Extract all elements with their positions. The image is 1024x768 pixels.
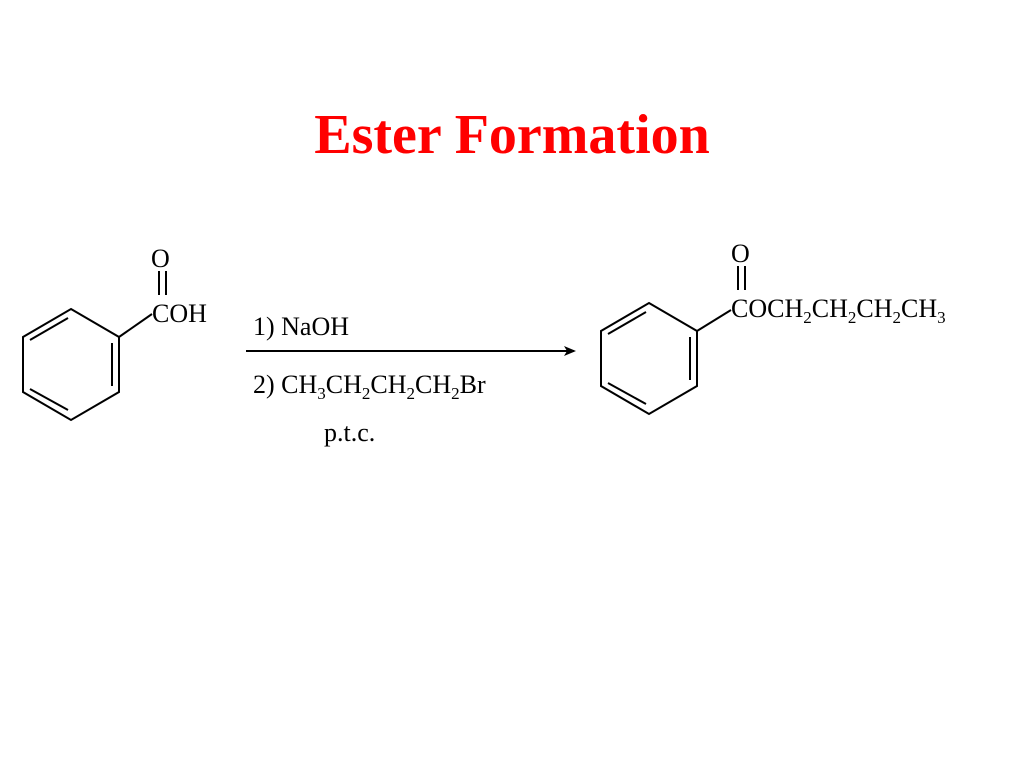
- reaction-conditions: 1) NaOH 2) CH3CH2CH2CH2Br p.t.c.: [246, 312, 576, 447]
- reactant-carbonyl-double-bond: [158, 271, 167, 295]
- product-ester-label: COCH2CH2CH2CH3: [731, 294, 946, 327]
- product-ring-carbonyl-bond: [696, 309, 732, 332]
- product-butyl-benzoate: O COCH2CH2CH2CH3: [600, 239, 946, 416]
- product-carbonyl-double-bond: [737, 266, 746, 290]
- reactant-carboxyl-label: COH: [152, 299, 207, 328]
- product-benzene-ring: [600, 301, 698, 416]
- reactant-carbonyl-oxygen: O: [151, 244, 170, 273]
- condition-step-1: 1) NaOH: [253, 312, 349, 341]
- reactant-ring-carbonyl-bond: [118, 313, 153, 338]
- product-carbonyl-oxygen: O: [731, 239, 750, 268]
- reactant-benzoic-acid: O COH: [22, 244, 207, 422]
- reactant-benzene-ring: [22, 307, 120, 422]
- slide-title: Ester Formation: [314, 104, 710, 166]
- condition-catalyst: p.t.c.: [324, 418, 375, 447]
- condition-step-2: 2) CH3CH2CH2CH2Br: [253, 370, 486, 403]
